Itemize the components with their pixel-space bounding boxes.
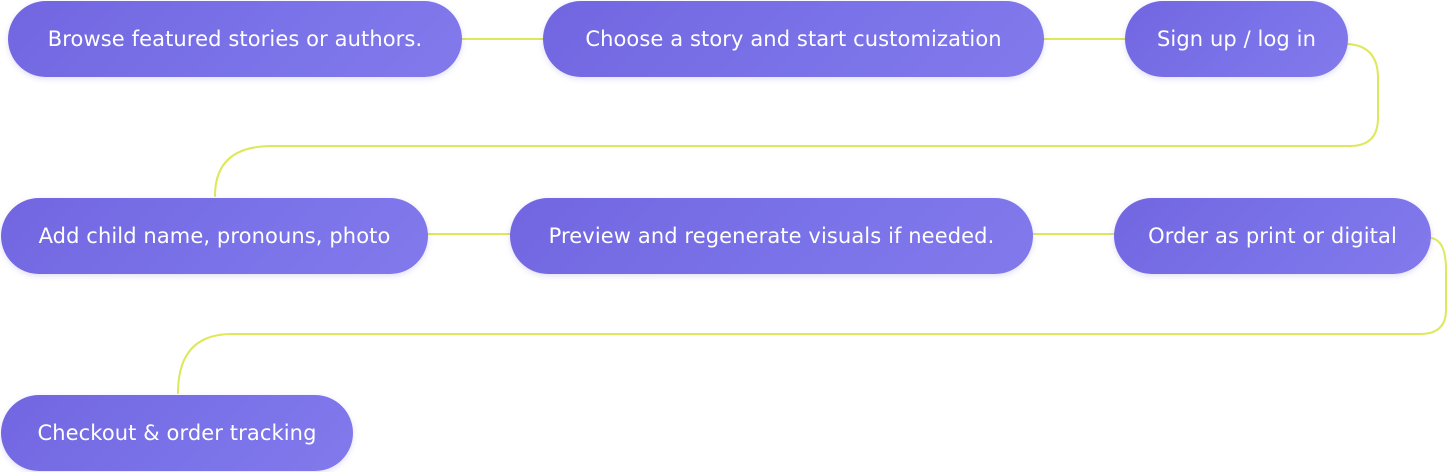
step-order-label: Order as print or digital bbox=[1148, 224, 1397, 248]
step-signup: Sign up / log in bbox=[1125, 1, 1348, 77]
step-browse-label: Browse featured stories or authors. bbox=[47, 27, 423, 51]
step-choose-label: Choose a story and start customization bbox=[585, 27, 1002, 51]
step-preview-label: Preview and regenerate visuals if needed… bbox=[548, 224, 995, 248]
step-add-child-label: Add child name, pronouns, photo bbox=[38, 224, 391, 248]
step-signup-label: Sign up / log in bbox=[1157, 27, 1316, 51]
step-order: Order as print or digital bbox=[1114, 198, 1431, 274]
step-checkout-label: Checkout & order tracking bbox=[37, 421, 317, 445]
step-choose: Choose a story and start customization bbox=[543, 1, 1044, 77]
step-add-child: Add child name, pronouns, photo bbox=[1, 198, 428, 274]
step-preview: Preview and regenerate visuals if needed… bbox=[510, 198, 1033, 274]
step-checkout: Checkout & order tracking bbox=[1, 395, 353, 471]
step-browse: Browse featured stories or authors. bbox=[8, 1, 462, 77]
